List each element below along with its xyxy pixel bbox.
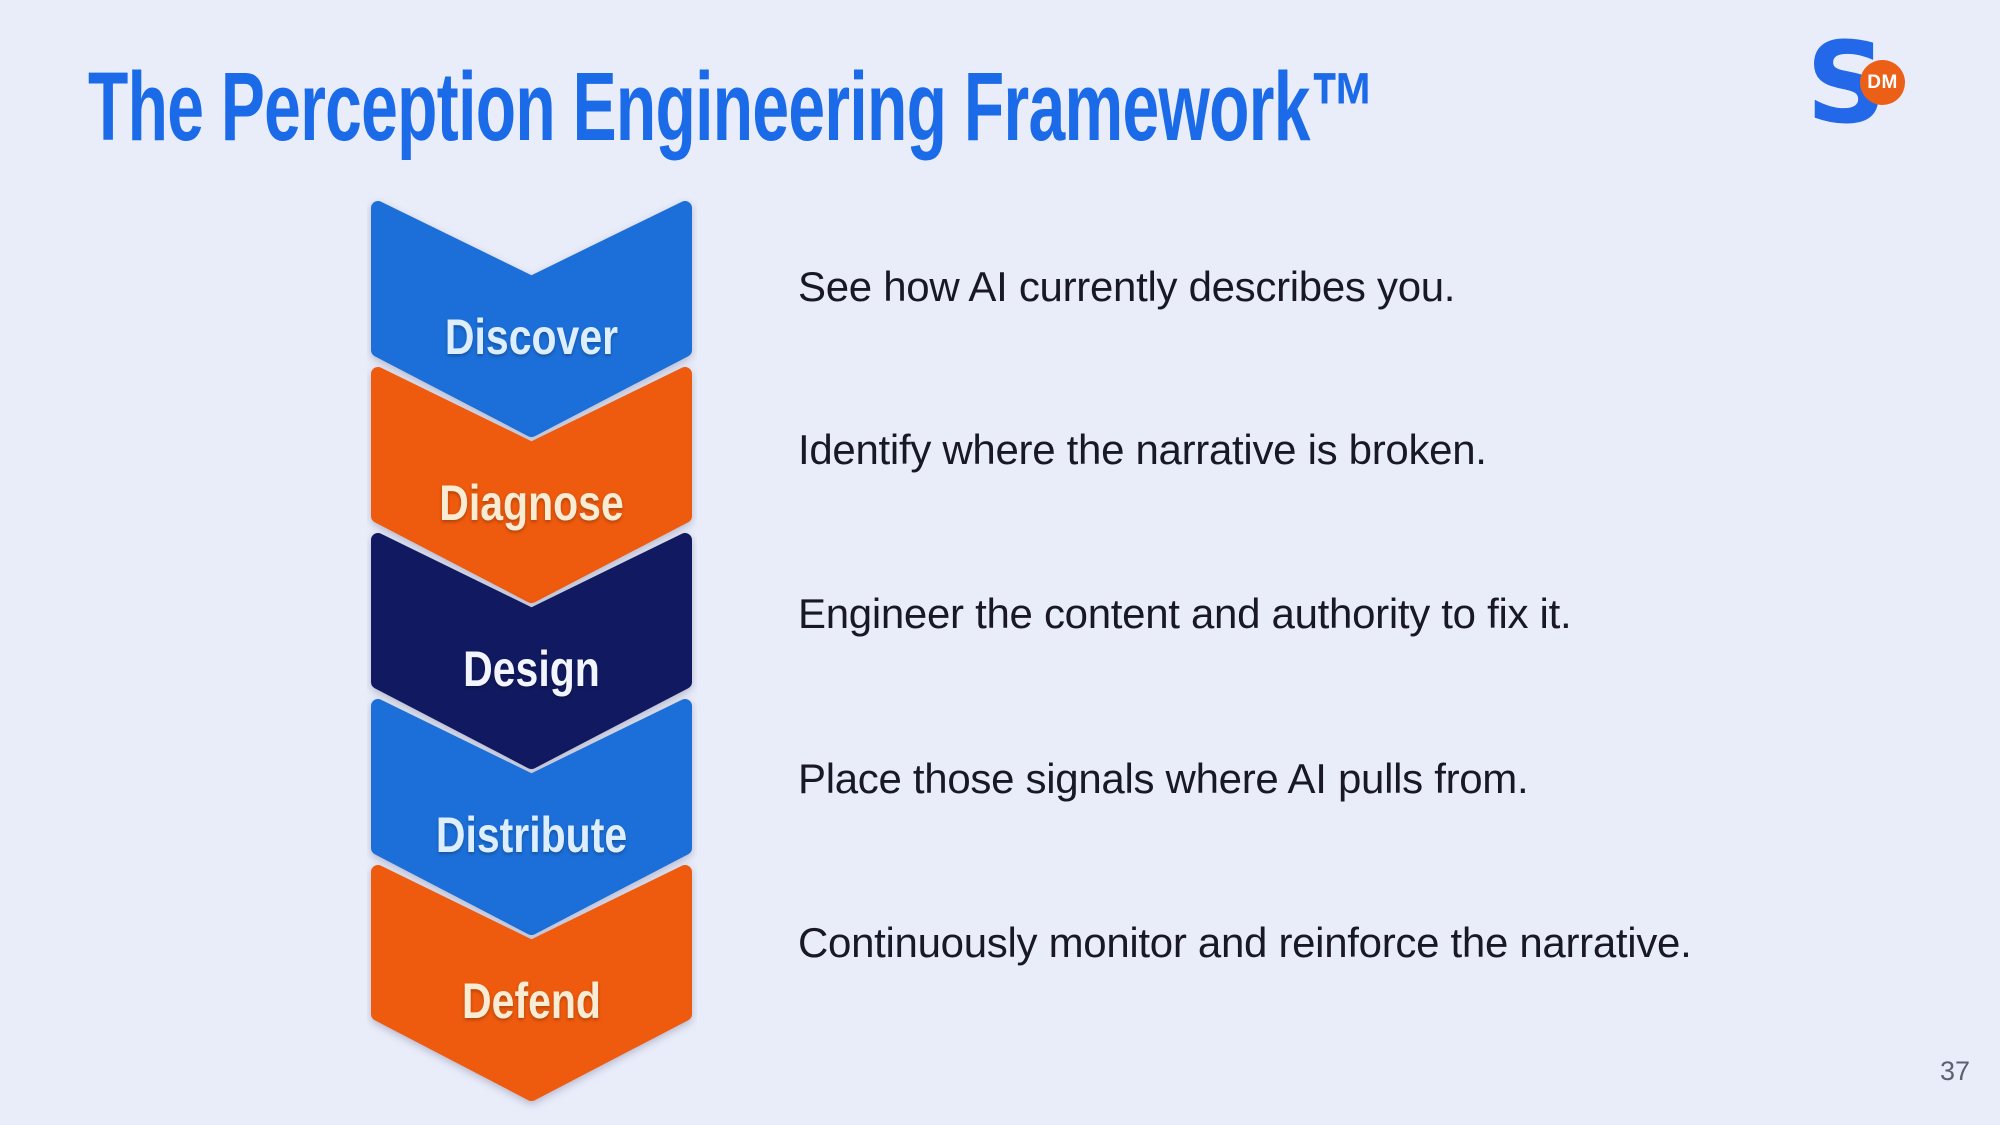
page-title: The Perception Engineering Framework™	[88, 52, 1376, 161]
chevron-step-diagnose	[371, 367, 692, 603]
chevron-step-distribute	[371, 699, 692, 935]
chevron-step-discover	[371, 201, 692, 437]
chevron-label-discover: Discover	[445, 309, 618, 365]
chevron-label-distribute: Distribute	[436, 807, 627, 863]
chevron-label-diagnose: Diagnose	[439, 475, 624, 531]
chevron-label-design: Design	[463, 641, 600, 697]
company-logo: S DM	[1800, 28, 1990, 150]
page-number: 37	[1939, 1056, 1970, 1086]
chevron-step-defend	[371, 865, 692, 1101]
logo-dm-badge: DM	[1860, 60, 1905, 105]
framework-chevron-diagram: Discover Diagnose Design Distribute Defe…	[371, 201, 692, 1101]
step-description-design: Engineer the content and authority to fi…	[798, 589, 1572, 637]
step-description-defend: Continuously monitor and reinforce the n…	[798, 918, 1692, 966]
step-description-discover: See how AI currently describes you.	[798, 262, 1456, 310]
step-description-diagnose: Identify where the narrative is broken.	[798, 425, 1487, 473]
chevron-label-defend: Defend	[462, 973, 601, 1029]
chevron-step-design	[371, 533, 692, 769]
logo-badge-text: DM	[1867, 71, 1898, 93]
step-description-distribute: Place those signals where AI pulls from.	[798, 754, 1529, 802]
